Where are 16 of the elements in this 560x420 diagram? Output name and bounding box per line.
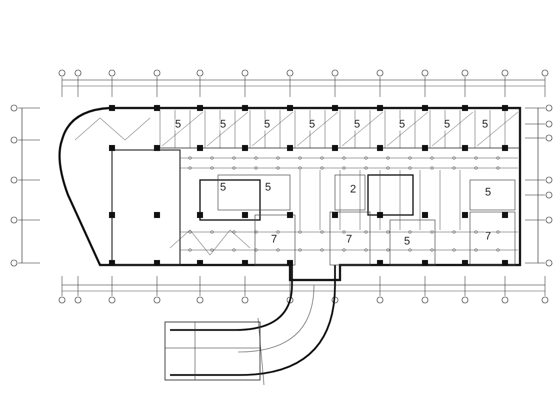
room-number: 5: [220, 120, 226, 130]
room-number: 5: [264, 120, 270, 130]
room-number: 5: [264, 182, 272, 194]
room-number: 7: [346, 234, 352, 246]
room-number: 5: [174, 120, 182, 130]
room-number: 7: [484, 232, 492, 242]
room-number: 7: [270, 234, 278, 246]
room-number: 5: [308, 120, 316, 130]
room-number: 5: [484, 188, 492, 198]
room-number: 5: [482, 120, 488, 130]
room-number: 5: [444, 120, 450, 130]
room-number: 5: [404, 236, 410, 248]
room-number: 5: [354, 120, 360, 130]
room-number: 2: [350, 184, 356, 196]
room-number: 5: [220, 182, 226, 194]
room-number: 5: [398, 120, 406, 130]
